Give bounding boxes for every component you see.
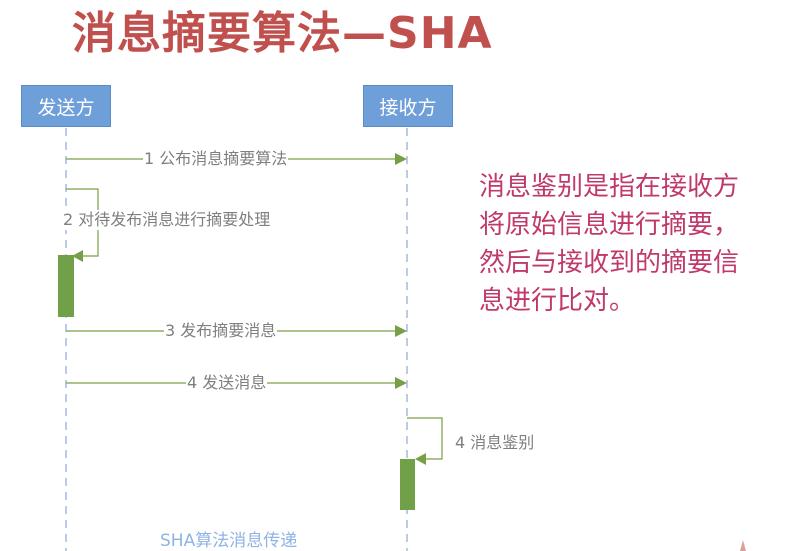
decorative-mark-icon	[740, 540, 746, 551]
message-4-label: 4 发送消息	[186, 373, 268, 393]
diagram-caption: SHA算法消息传递	[160, 531, 298, 551]
description-line: 然后与接收到的摘要信	[479, 248, 740, 278]
actor-sender-box: 发送方	[21, 85, 111, 127]
actor-receiver-box: 接收方	[363, 85, 453, 127]
message-3-label: 3 发布摘要消息	[164, 321, 278, 341]
message-5-self-arrow	[407, 417, 443, 465]
description-line: 息进行比对。	[479, 286, 636, 316]
receiver-activation-bar	[400, 459, 415, 510]
sender-activation-bar	[58, 255, 74, 317]
description-line: 消息鉴别是指在接收方	[479, 172, 740, 202]
description-text: 消息鉴别是指在接收方 将原始信息进行摘要， 然后与接收到的摘要信 息进行比对。	[479, 168, 793, 320]
description-line: 将原始信息进行摘要，	[479, 210, 740, 240]
message-2-label: 2 对待发布消息进行摘要处理	[62, 210, 272, 230]
slide-title: 消息摘要算法—SHA	[72, 8, 493, 59]
message-5-label: 4 消息鉴别	[454, 433, 536, 453]
message-1-label: 1 公布消息摘要算法	[143, 149, 289, 169]
